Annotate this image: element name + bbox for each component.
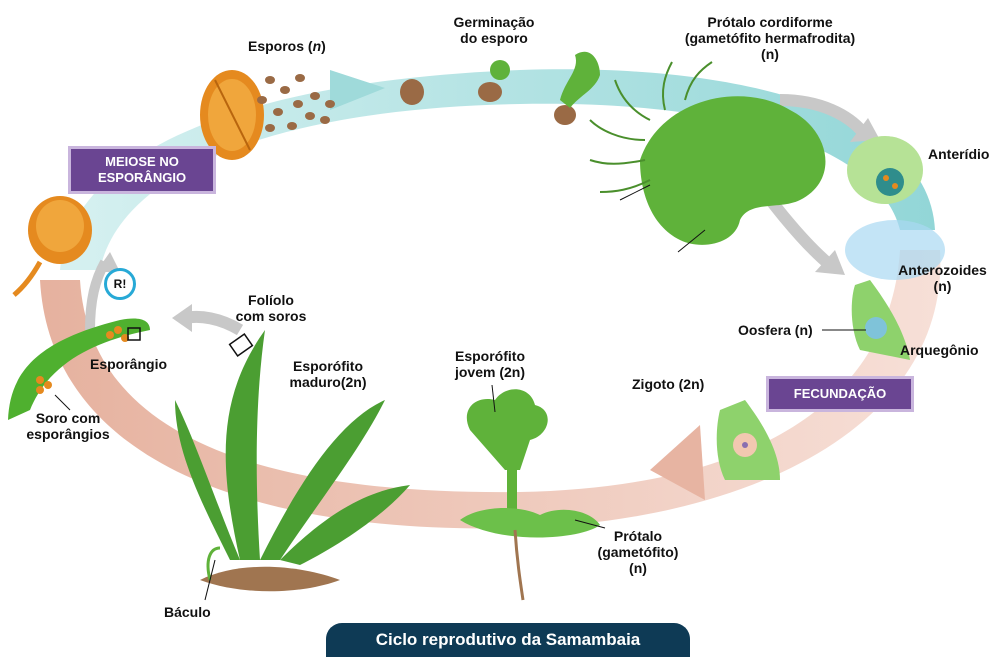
fecundacao-box: FECUNDAÇÃO (766, 376, 914, 412)
label-baculo: Báculo (164, 604, 211, 620)
single-spore (400, 79, 424, 105)
label-oosfera: Oosfera (n) (738, 322, 813, 338)
label-esporos: Esporos (n) (248, 38, 326, 54)
label-esporangio: Esporângio (90, 356, 167, 372)
diagram-caption: Ciclo reprodutivo da Samambaia (326, 623, 690, 657)
label-protalo: Prótalo(gametófito)(n) (588, 528, 688, 576)
label-protalo-cordiforme: Prótalo cordiforme(gametófito hermafrodi… (660, 14, 880, 62)
prothallus-cordiform (640, 96, 825, 245)
label-arquegonio: Arquegônio (900, 342, 979, 358)
review-badge: R! (104, 268, 136, 300)
soro-leader (55, 395, 70, 410)
rhizome (200, 567, 340, 591)
antheridium-illustration (847, 136, 923, 204)
foliolo-highlight-box (230, 334, 253, 356)
label-anterozoides: Anterozoides(n) (890, 262, 995, 294)
label-anteridio: Anterídio (928, 146, 989, 162)
label-zigoto: Zigoto (2n) (632, 376, 704, 392)
pointer-arrow-meiose (90, 262, 105, 330)
